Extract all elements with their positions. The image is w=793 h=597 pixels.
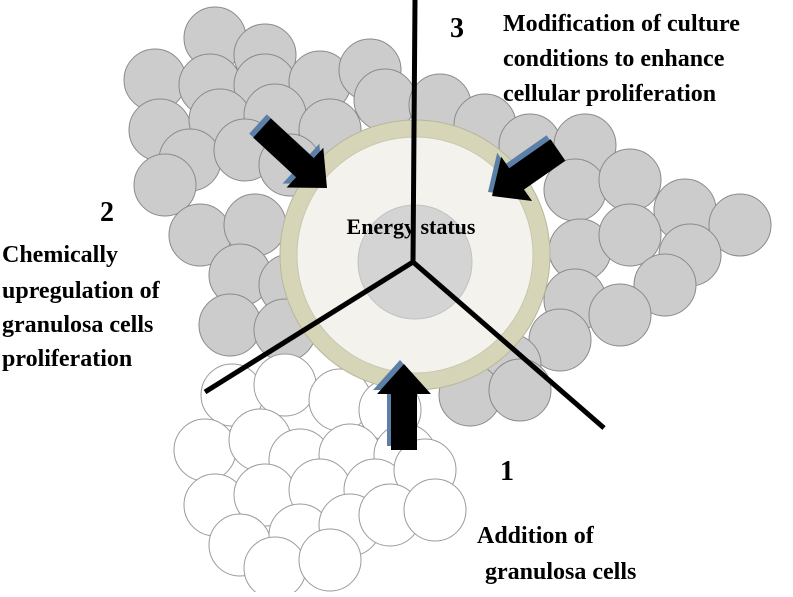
section-3-text-line-3: cellular proliferation (503, 81, 717, 107)
section-3-number: 3 (450, 13, 464, 44)
section-2-text-line-3: granulosa cells (2, 312, 154, 338)
arrow-from-section-2 (253, 118, 327, 188)
granulosa-cell-gray (198, 293, 262, 357)
section-1-text-line-2: granulosa cells (485, 559, 637, 585)
arrow-from-section-3 (492, 139, 566, 201)
granulosa-cell-gray (708, 193, 772, 257)
section-2-text-line-2: upregulation of (2, 278, 160, 304)
section-3-text-line-1: Modification of culture (503, 11, 740, 37)
granulosa-cell-gray (633, 253, 697, 317)
granulosa-cell-white (403, 478, 467, 542)
granulosa-cell-white (243, 536, 307, 597)
granulosa-cell-gray (133, 153, 197, 217)
granulosa-cell-white (253, 353, 317, 417)
granulosa-cell-gray (598, 203, 662, 267)
section-2-number: 2 (100, 197, 114, 228)
granulosa-cell-gray (488, 358, 552, 422)
section-divider-line (411, 260, 606, 430)
section-1-text-line-1: Addition of (477, 523, 594, 549)
granulosa-cell-white (298, 528, 362, 592)
granulosa-cell-gray (598, 148, 662, 212)
arrow-from-section-1 (377, 364, 431, 450)
granulosa-cell-gray (588, 283, 652, 347)
section-3-text-line-2: conditions to enhance (503, 46, 725, 72)
section-divider-line (203, 259, 415, 395)
section-2-text-line-4: proliferation (2, 346, 133, 372)
granulosa-cell-white (173, 418, 237, 482)
section-1-number: 1 (500, 456, 514, 487)
section-divider-line (410, 0, 418, 263)
section-2-text-line-1: Chemically (2, 242, 118, 268)
